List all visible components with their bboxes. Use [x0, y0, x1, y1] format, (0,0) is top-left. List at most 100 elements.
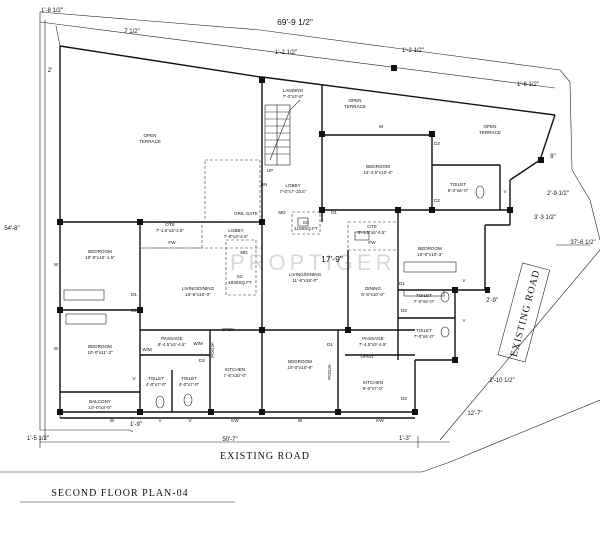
mark-kw-right: KW [376, 418, 384, 423]
dim-left-small: 2' [48, 68, 52, 74]
mark-d2-top: D2 [434, 141, 440, 146]
mark-d1-left: D1 [131, 292, 137, 297]
dim-bottom-right: 1'-3" [399, 436, 411, 442]
dim-right-3-3: 3'-3 1/2" [534, 215, 556, 221]
dim-top-left: 1'-8 1/2" [41, 8, 63, 14]
dimension-labels: 1'-8 1/2" 69'-9 1/2" 7 1/2" 1'-2 1/2" 1'… [4, 8, 595, 443]
mark-open-left: OPEN [221, 327, 234, 332]
mark-pooja-right: POOJA [327, 363, 332, 380]
mark-d1-right: D1 [399, 281, 405, 286]
mark-v-r1: V [462, 278, 466, 283]
interior-walls [60, 80, 510, 412]
mark-w-top: W [379, 124, 384, 129]
mark-wm: W/M [142, 347, 152, 352]
dim-right-2-9b: 2'-9" [486, 298, 498, 304]
mark-d2-left: D2 [131, 308, 137, 313]
dim-top-width: 69'-9 1/2" [277, 17, 313, 27]
opening-marks: UP DN MD D1 D2 D2 W V FW FW MD D1 D2 D1 … [54, 124, 508, 423]
watermark: PROPTIGER [230, 250, 396, 275]
mark-v-b1: V [158, 418, 162, 423]
mark-open-right: OPEN [360, 354, 373, 359]
mark-md-left: MD [240, 250, 248, 255]
dim-center-17-9: 17'-9" [321, 254, 343, 264]
staircase [264, 99, 301, 166]
mark-d1-top: D1 [331, 210, 337, 215]
mark-fw-left: FW [168, 240, 176, 245]
mark-v-b2: V [188, 418, 192, 423]
dim-right-37: 37'-6 1/2" [570, 240, 595, 246]
dim-top-right: 1'-2 1/2" [402, 48, 424, 54]
road-label-bottom: EXISTING ROAD [220, 451, 310, 462]
dim-bottom-left: 1'-5 1/2" [27, 436, 49, 442]
mark-d1-center: D1 [327, 342, 333, 347]
dim-top-far-right: 1'-6 1/2" [517, 82, 539, 88]
mark-w-l1: W [54, 262, 59, 267]
mark-fw-right: FW [368, 240, 376, 245]
dim-right-8: 8" [550, 154, 555, 160]
dim-bottom-width: 50'-7" [222, 437, 237, 443]
mark-w-l2: W [54, 346, 59, 351]
plan-title: SECOND FLOOR PLAN-04 [51, 488, 188, 499]
mark-dn: DN [261, 182, 268, 187]
dim-right-12-7: 12'-7" [467, 411, 482, 417]
structural-columns [57, 65, 544, 415]
balcony-grills [63, 261, 457, 325]
dim-top-offset: 7 1/2" [124, 29, 139, 35]
dim-left-height: 54'-8" [4, 226, 19, 232]
mark-d2-right: D2 [401, 308, 407, 313]
dim-top-mid: 1'-2 1/2" [275, 50, 297, 56]
mark-md: MD [278, 210, 286, 215]
dim-right-2-9: 2'-9 1/2" [547, 191, 569, 197]
dim-bottom-left2: 1'-9" [130, 422, 142, 428]
mark-v-r2: V [462, 318, 466, 323]
toilet-fixtures [155, 185, 485, 409]
mark-kw-left: KW [231, 418, 239, 423]
mark-v-top: V [503, 189, 507, 194]
label-gril-gate: GRIL GATE [234, 211, 258, 216]
road-label-right: EXISTING ROAD [509, 268, 543, 358]
mark-up: UP [267, 168, 273, 173]
dim-right-2-10: 2'-10 1/2" [489, 378, 514, 384]
mark-pooja-left: POOJA [210, 341, 215, 358]
mark-v-bl: V [132, 376, 136, 381]
mark-w-b1: W [110, 418, 115, 423]
mark-d2-kitchen-r: D2 [401, 396, 407, 401]
mark-wm-2: W/M [193, 341, 203, 346]
mark-d2-kitchen: D2 [199, 358, 205, 363]
mark-w-b3: W [298, 418, 303, 423]
mark-d2-toilet: D2 [434, 198, 440, 203]
dashed-zones [139, 159, 399, 296]
dimension-lines [39, 20, 590, 448]
road-edges [0, 249, 600, 473]
